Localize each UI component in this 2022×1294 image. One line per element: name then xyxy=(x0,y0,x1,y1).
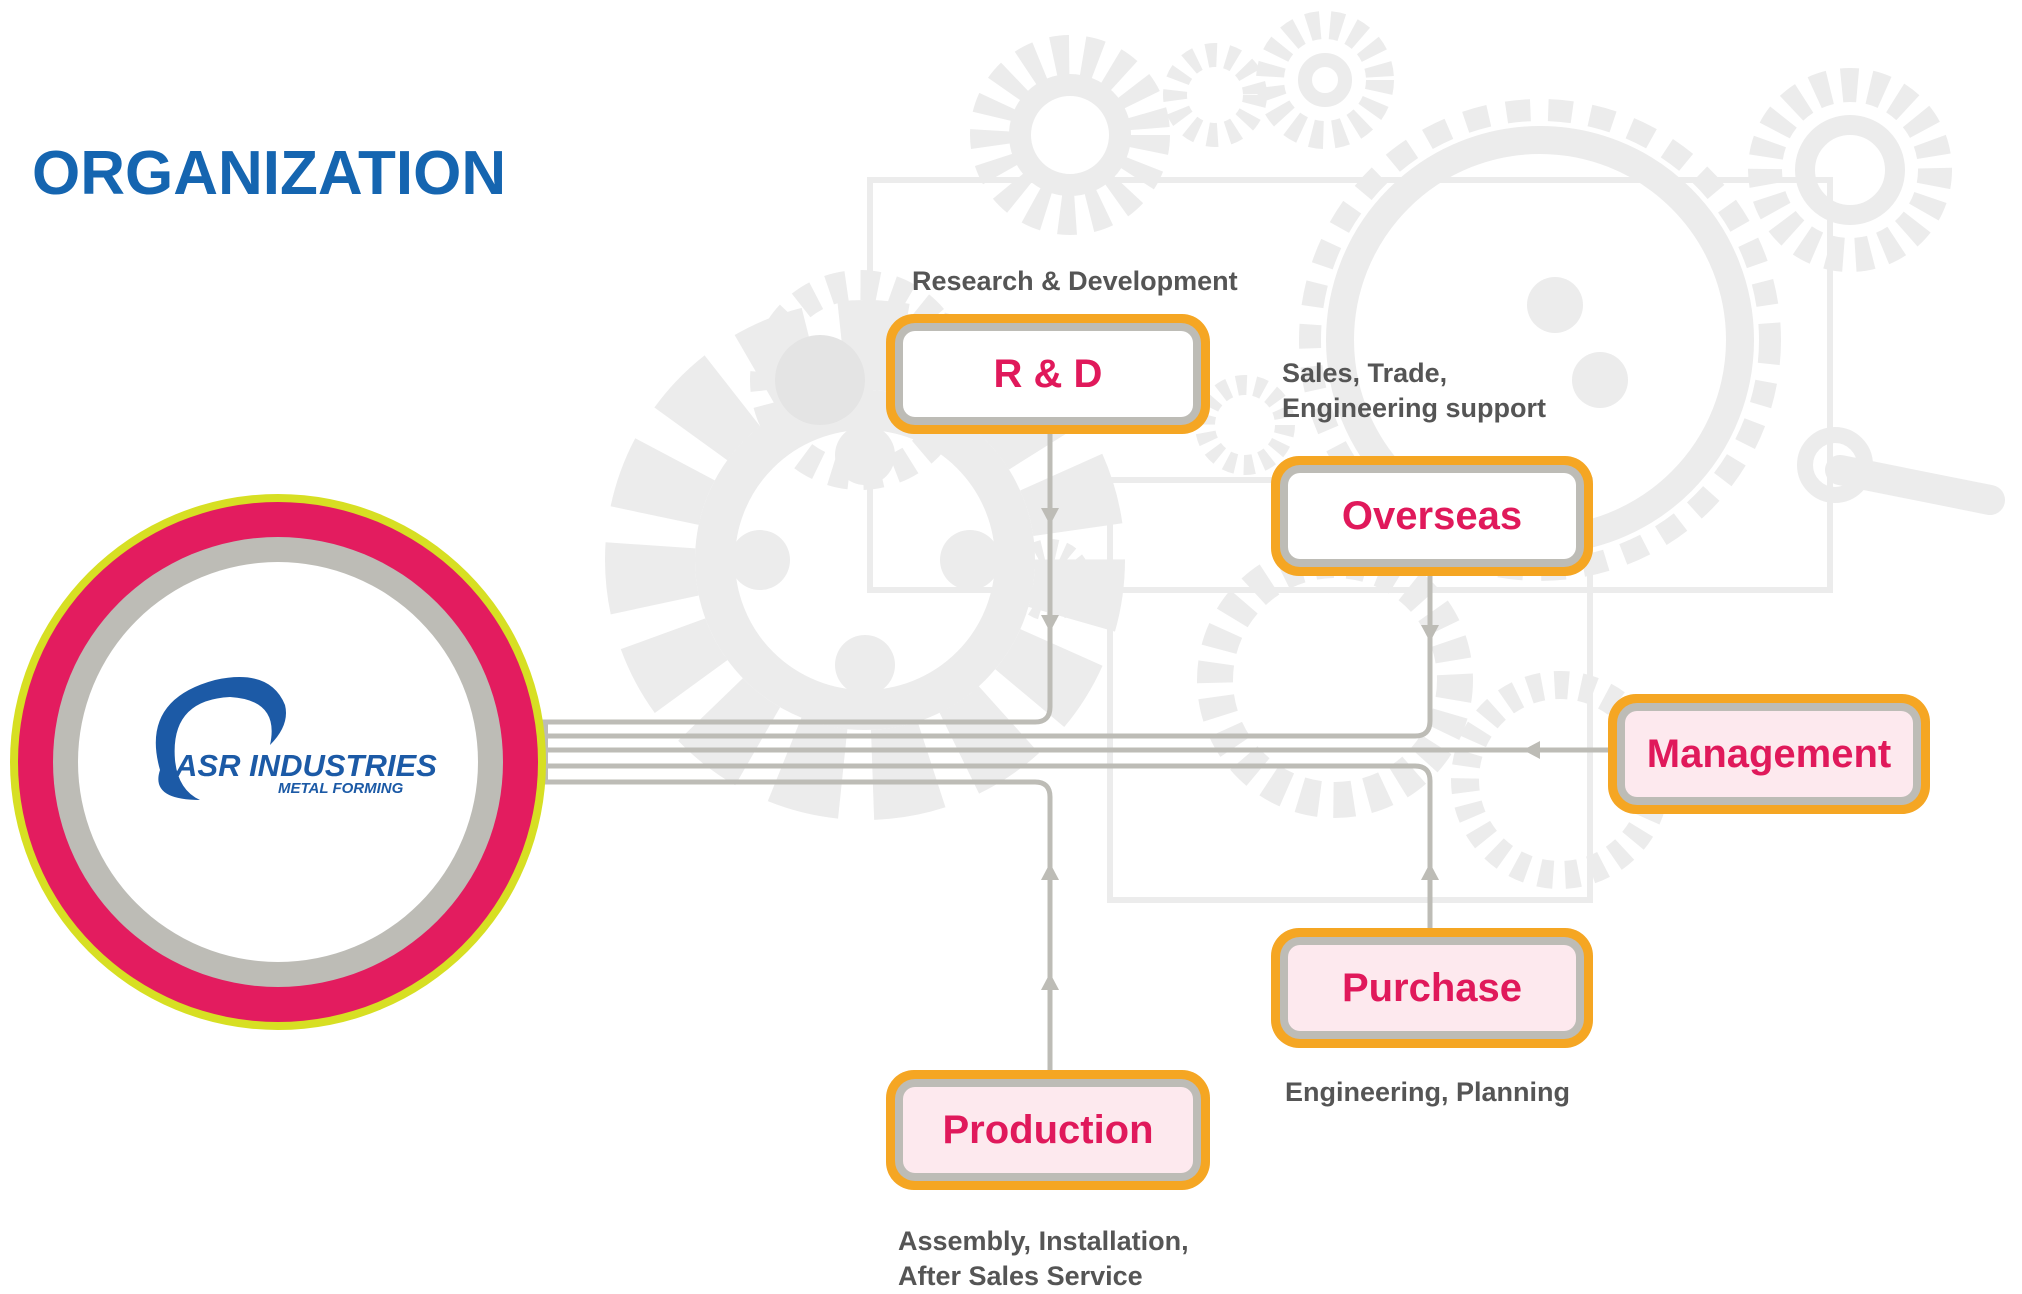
production-node: Production xyxy=(886,1070,1210,1190)
gear-fills xyxy=(730,277,1628,695)
production-description-line-1: Assembly, Installation, xyxy=(898,1226,1189,1256)
overseas-label: Overseas xyxy=(1288,473,1576,559)
production-label: Production xyxy=(903,1087,1193,1173)
logo-name: ASR INDUSTRIES xyxy=(175,748,437,783)
purchase-description: Engineering, Planning xyxy=(1285,1077,1571,1107)
purchase-node: Purchase xyxy=(1271,928,1593,1048)
gear-illustration xyxy=(605,11,2005,903)
rnd-label: R & D xyxy=(903,331,1193,417)
management-node: Management xyxy=(1608,694,1930,814)
hub xyxy=(10,494,548,1030)
connector-lines xyxy=(540,430,1615,1085)
rnd-node: R & D xyxy=(886,314,1210,434)
connector-arrows xyxy=(1041,508,1540,990)
logo-subtitle: METAL FORMING xyxy=(278,780,404,797)
overseas-node: Overseas xyxy=(1271,456,1593,576)
logo-swoosh xyxy=(155,677,286,800)
page-title: ORGANIZATION xyxy=(32,139,507,208)
overseas-description-line-2: Engineering support xyxy=(1282,393,1547,423)
overseas-description-line-1: Sales, Trade, xyxy=(1282,358,1448,388)
management-label: Management xyxy=(1625,711,1913,797)
purchase-label: Purchase xyxy=(1288,945,1576,1031)
production-description-line-2: After Sales Service xyxy=(898,1261,1143,1291)
rnd-description: Research & Development xyxy=(912,266,1238,296)
